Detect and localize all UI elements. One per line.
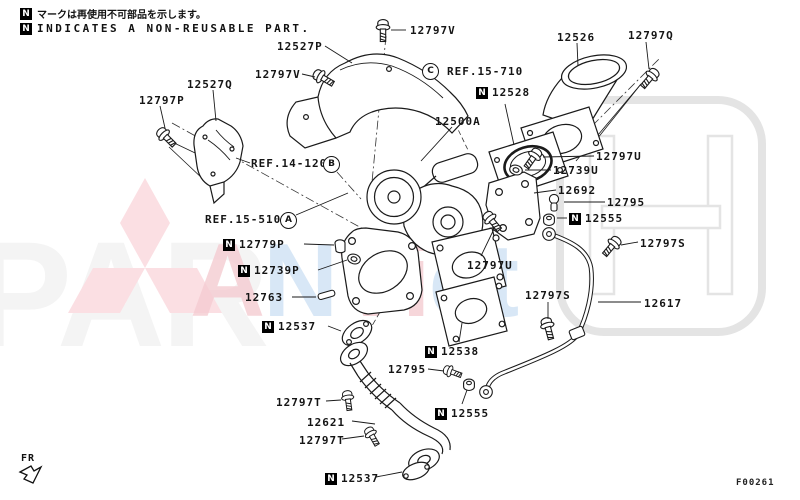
ref-circle-a: A [280,212,297,229]
part-label-12527q: 12527Q [187,78,233,91]
note-jp-text: マークは再使用不可部品を示します。 [37,10,206,21]
ref-label-15-710: REF.15-710 [447,65,524,78]
non-reusable-badge: N [262,320,274,333]
note-jp: N マークは再使用不可部品を示します。 [20,6,206,21]
part-label-12797t-upper: 12797T [276,396,322,409]
non-reusable-badge: N [325,472,337,485]
part-label-12795-right: 12795 [607,196,646,209]
part-label-12555-lower: N 12555 [435,407,489,420]
part-label-12692: 12692 [558,184,597,197]
part-label-12555-right: N 12555 [569,212,623,225]
part-label-12797s-right: 12797S [640,237,686,250]
part-label-12795-lower: 12795 [388,363,427,376]
part-label-12537-upper: N 12537 [262,320,316,333]
note-en-text: INDICATES A NON-REUSABLE PART. [37,22,311,35]
part-label-12797v-left: 12797V [255,68,301,81]
note-en: N INDICATES A NON-REUSABLE PART. [20,22,311,35]
part-label-12538: N 12538 [425,345,479,358]
non-reusable-badge: N [476,86,488,99]
part-label-12797u-center: 12797U [467,259,513,272]
part-label-12527p: 12527P [277,40,323,53]
part-label-12779p: N 12779P [223,238,285,251]
non-reusable-badge: N [20,7,32,20]
drawing-code: F00261 [736,478,775,488]
ref-label-14-120: REF.14-120 [251,157,328,170]
part-label-12617: 12617 [644,297,683,310]
non-reusable-badge: N [435,407,447,420]
non-reusable-badge: N [569,212,581,225]
part-label-12797v-top: 12797V [410,24,456,37]
non-reusable-badge: N [20,22,32,35]
fr-direction-arrow [18,465,43,484]
ref-label-15-510: REF.15-510 [205,213,282,226]
part-label-12739p: N 12739P [238,264,300,277]
fr-orientation-label: FR [21,453,36,464]
ref-circle-b: B [323,156,340,173]
part-label-12797s-lower: 12797S [525,289,571,302]
part-label-12797p: 12797P [139,94,185,107]
non-reusable-badge: N [223,238,235,251]
ref-circle-c: C [422,63,439,80]
part-label-12500a: 12500A [435,115,481,128]
part-label-12528: N 12528 [476,86,530,99]
part-label-12797q: 12797Q [628,29,674,42]
part-label-12621: 12621 [307,416,346,429]
non-reusable-badge: N [238,264,250,277]
part-label-12797t-lower: 12797T [299,434,345,447]
part-label-12763: 12763 [245,291,284,304]
part-label-12537-lower: N 12537 [325,472,379,485]
part-label-12739u: 12739U [553,164,599,177]
non-reusable-badge: N [425,345,437,358]
part-label-12526: 12526 [557,31,596,44]
part-label-12797u-right: 12797U [596,150,642,163]
